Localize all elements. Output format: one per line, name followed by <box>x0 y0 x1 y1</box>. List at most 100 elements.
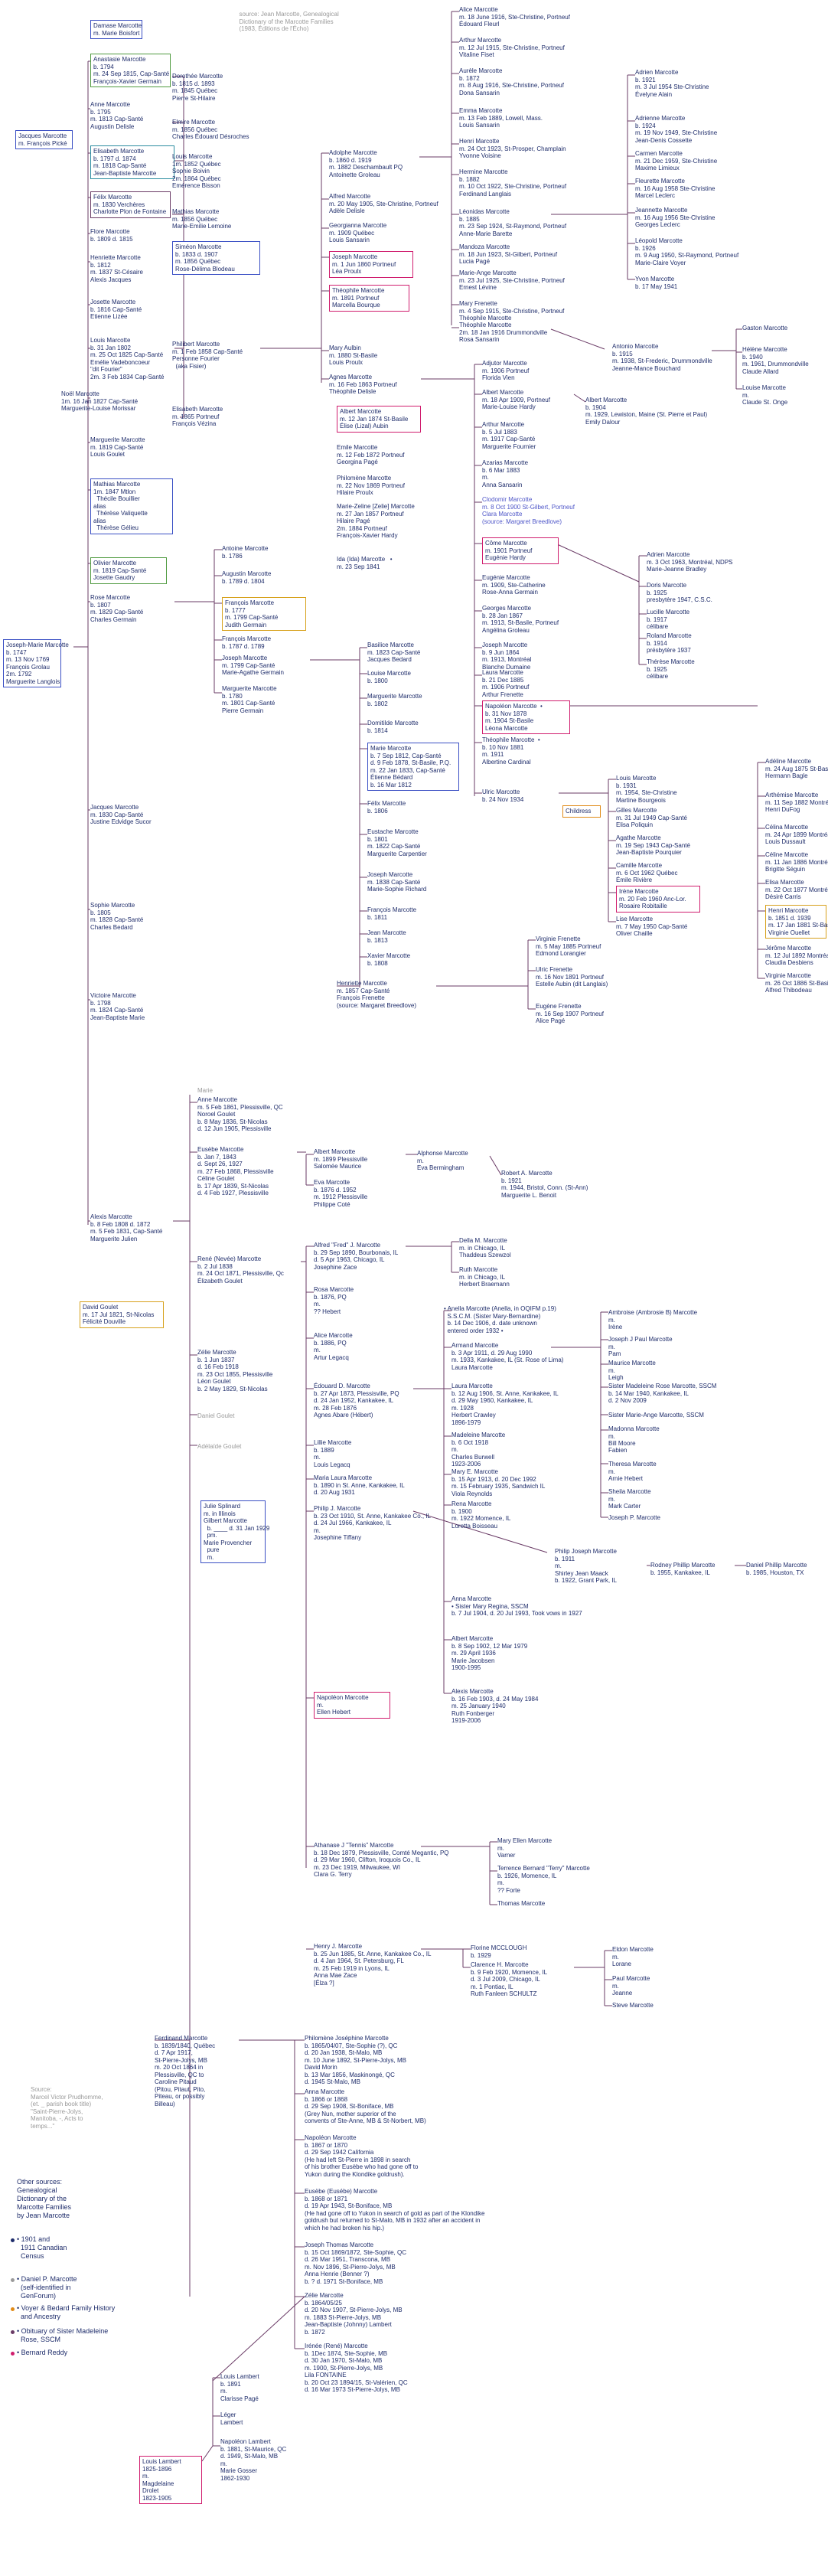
person-node-celine: Céline Marcotte m. 11 Jan 1886 Montréal … <box>765 851 828 873</box>
person-node-marie-ange: Marie-Ange Marcotte m. 23 Jul 1925, Ste-… <box>459 269 565 291</box>
person-node-come: Côme Marcotte m. 1901 Portneuf Eugénie H… <box>482 537 559 564</box>
person-node-ruth: Ruth Marcotte m. in Chicago, IL Herbert … <box>459 1266 510 1288</box>
person-node-antonio: Antonio Marcotte b. 1915 m. 1938, St-Fre… <box>612 343 712 372</box>
person-node-madonna: Madonna Marcotte m. Bill Moore <box>608 1425 660 1447</box>
person-node-alfred: Alfred Marcotte m. 20 May 1905, Ste-Chri… <box>329 193 438 214</box>
person-node-henriette2: Henriette Marcotte m. 1857 Cap-Santé Fra… <box>337 980 417 1009</box>
person-node-obituary: • Obituary of Sister Madeleine Rose, SSC… <box>17 2327 109 2343</box>
person-node-florine: Florine MCCLOUGH b. 1929 <box>471 1944 527 1959</box>
person-node-ulric-f: Ulric Frenette m. 16 Nov 1891 Portneuf E… <box>536 966 608 988</box>
person-node-agnes: Agnes Marcotte m. 16 Feb 1863 Portneuf T… <box>329 374 397 395</box>
person-node-alphonse: Alphonse Marcotte m. Eva Bermingham <box>417 1150 468 1171</box>
person-node-carmen: Carmen Marcotte m. 21 Dec 1959, Ste-Chri… <box>635 150 718 171</box>
person-node-francois2: François Marcotte b. 1787 d. 1789 <box>222 635 272 650</box>
person-node-joseph2: Joseph Marcotte m. 1799 Cap-Santé Marie-… <box>222 655 284 676</box>
person-node-leonidas: Léonidas Marcotte b. 1885 m. 23 Sep 1924… <box>459 208 567 237</box>
person-node-terrence: Terrence Bernard "Terry" Marcotte b. 192… <box>497 1865 590 1894</box>
person-node-voyer: • Voyer & Bedard Family History and Ance… <box>17 2304 116 2320</box>
person-node-madeleine: Madeleine Marcotte b. 6 Oct 1918 m. Char… <box>451 1432 506 1468</box>
person-node-napoleon2: Napoléon Marcotte m. Ellen Hebert <box>314 1692 390 1719</box>
person-node-rodney: Rodney Phillip Marcotte b. 1955, Kankake… <box>650 1562 716 1576</box>
person-node-david: David Goulet m. 17 Jul 1821, St-Nicolas … <box>80 1301 164 1328</box>
person-node-source-mvp: Source: Marcel Victor Prudhomme, (et. _ … <box>31 2086 103 2130</box>
person-node-anne2: Anne Marcotte m. 5 Feb 1861, Plessisvill… <box>197 1096 283 1132</box>
person-node-eusebe2: Eusèbe (Eusébe) Marcotte b. 1868 or 1871… <box>305 2188 485 2232</box>
person-node-mary-ellen: Mary Ellen Marcotte m. Varner <box>497 1837 553 1859</box>
person-node-eugenie: Eugénie Marcotte m. 1909, Ste-Catherine … <box>482 574 546 596</box>
person-node-louise: Louise Marcotte m. Claude St. Onge <box>742 384 788 406</box>
person-node-della: Della M. Marcotte m. in Chicago, IL Thad… <box>459 1237 511 1259</box>
person-node-camille: Camille Marcotte m. 6 Oct 1962 Québec Ém… <box>616 862 678 883</box>
person-node-hermine: Hermine Marcotte b. 1882 m. 10 Oct 1922,… <box>459 168 567 198</box>
person-node-alexis2: Alexis Marcotte b. 16 Feb 1903, d. 24 Ma… <box>451 1688 539 1724</box>
person-node-thomas-m: Thomas Marcotte <box>497 1900 546 1907</box>
person-node-adrienne: Adrienne Marcotte b. 1924 m. 19 Nov 1949… <box>635 115 718 144</box>
person-node-louise2: Louise Marcotte b. 1800 <box>367 670 411 684</box>
person-node-artheimise: Arthémise Marcotte m. 11 Sep 1882 Montré… <box>765 792 828 813</box>
person-node-daniel-p2: • Daniel P. Marcotte (self-identified in… <box>17 2275 77 2300</box>
person-node-sister-mma: Sister Marie-Ange Marcotte, SSCM <box>608 1412 704 1419</box>
person-node-marie-zeline: Marie-Zeline [Zelie] Marcotte m. 27 Jan … <box>337 503 415 539</box>
person-node-yvon: Yvon Marcotte b. 17 May 1941 <box>635 276 678 290</box>
person-node-henry-j: Henry J. Marcotte b. 25 Jun 1885, St. An… <box>314 1943 432 1987</box>
person-node-leopold: Léopold Marcotte b. 1926 m. 9 Aug 1950, … <box>635 237 739 266</box>
person-node-elisabeth2: Elisabeth Marcotte m. 1865 Portneuf Fran… <box>172 406 223 427</box>
person-node-louis-c: Louis Marcotte b. 1931 m. 1954, Ste-Chri… <box>616 775 677 804</box>
person-node-edouard: Édouard D. Marcotte b. 27 Apr 1873, Ples… <box>314 1383 399 1419</box>
person-node-paul-m: Paul Marcotte m. Jeanne <box>612 1975 650 1996</box>
person-node-ida: Ida (Ida) Marcotte • m. 23 Sep 1841 <box>337 556 393 570</box>
person-node-bernard: • Bernard Reddy <box>17 2349 68 2356</box>
person-node-napoleon3: Napoléon Marcotte b. 1867 or 1870 d. 29 … <box>305 2134 419 2178</box>
person-node-marguerite2: Marguerite Marcotte b. 1780 m. 1801 Cap-… <box>222 685 277 714</box>
connector-line <box>212 2296 305 2382</box>
person-node-mathias2: Mathias Marcotte m. 1856 Québec Marie-Em… <box>172 208 232 230</box>
person-node-alice2: Alice Marcotte b. 1886, PQ m. Artur Lega… <box>314 1332 353 1361</box>
person-node-philomene: Philomène Marcotte m. 22 Nov 1869 Portne… <box>337 475 405 496</box>
person-node-mathias1: Mathias Marcotte 1m. 1847 Mtlon Thécile … <box>90 478 173 534</box>
person-node-felix2: Félix Marcotte b. 1806 <box>367 800 406 815</box>
person-node-alfred-j: Alfred "Fred" J. Marcotte b. 29 Sep 1890… <box>314 1242 399 1271</box>
person-node-flore: Flore Marcotte b. 1809 d. 1815 <box>90 228 133 243</box>
person-node-jacques2: Jacques Marcotte m. 1830 Cap-Santé Justi… <box>90 804 152 825</box>
person-node-louis1: Louis Marcotte b. 31 Jan 1802 m. 25 Oct … <box>90 337 165 380</box>
person-node-anastasie: Anastasie Marcotte b. 1794 m. 24 Sep 181… <box>90 54 171 87</box>
person-node-joseph-chute: Joseph Marcotte b. 9 Jun 1864 m. 1913, M… <box>482 642 532 671</box>
person-node-adelaide-g: Adélaïde Goulet <box>197 1443 242 1450</box>
person-node-marguerite3: Marguerite Marcotte b. 1802 <box>367 693 422 707</box>
person-node-henri-m: Henri Marcotte b. 1851 d. 1939 m. 17 Jan… <box>765 905 828 939</box>
person-node-adrien2: Adrien Marcotte m. 3 Oct 1963, Montréal,… <box>647 551 733 573</box>
person-node-rose: Rose Marcotte b. 1807 m. 1829 Cap-Santé … <box>90 594 144 623</box>
person-node-olivier: Olivier Marcotte m. 1819 Cap-Santé Joset… <box>90 557 167 584</box>
person-node-louis-lambert: Louis Lambert 1825-1896 m. Magdelaine Dr… <box>139 2456 202 2504</box>
person-node-francois3: François Marcotte b. 1811 <box>367 906 417 921</box>
person-node-azarias: Azarias Marcotte b. 6 Mar 1883 m. Anna S… <box>482 459 529 488</box>
person-node-daniel-g: Daniel Goulet <box>197 1412 235 1419</box>
person-node-jacques-box: Jacques Marcotte m. François Pické <box>15 130 73 149</box>
person-node-albert-child: Albert Marcotte b. 1904 m. 1929, Lewisto… <box>585 397 708 426</box>
person-node-joseph-p: Joseph Marcotte m. 1 Jun 1860 Portneuf L… <box>329 251 413 278</box>
person-node-robert-a: Robert A. Marcotte b. 1921 m. 1944, Bris… <box>501 1170 588 1199</box>
person-node-gaston: Gaston Marcotte <box>742 325 788 331</box>
person-node-joseph-t: Joseph Thomas Marcotte b. 15 Oct 1869/18… <box>305 2241 406 2285</box>
person-node-armand: Armand Marcotte b. 3 Apr 1911, d. 29 Aug… <box>451 1342 564 1371</box>
person-node-napoleon1: Napoléon Marcotte • b. 31 Nov 1878 m. 19… <box>482 700 570 734</box>
person-node-julie: Julie Splinard m. in Illinois Gilbert Ma… <box>200 1500 269 1563</box>
person-node-alice: Alice Marcotte m. 18 June 1916, Ste-Chri… <box>459 6 570 28</box>
person-node-albert2: Albert Marcotte m. 1899 Plessisville Sal… <box>314 1148 368 1170</box>
person-node-anna2: Anna Marcotte b. 1866 or 1868 d. 29 Sep … <box>305 2088 426 2124</box>
person-node-eugene-f: Eugène Frenette m. 16 Sep 1907 Portneuf … <box>536 1003 604 1024</box>
legend-bullet-icon <box>11 2352 15 2356</box>
person-node-lillie: Lillie Marcotte b. 1889 m. Louis Legacq <box>314 1439 352 1468</box>
person-node-philomene2: Philomène Joséphine Marcotte b. 1865/04/… <box>305 2035 406 2085</box>
person-node-source-top: source: Jean Marcotte, Genealogical Dict… <box>239 11 339 32</box>
legend-bullet-icon <box>11 2238 15 2242</box>
person-node-domitilde: Domitilde Marcotte b. 1814 <box>367 720 419 734</box>
connector-line <box>412 1510 548 1553</box>
person-node-celina: Célina Marcotte m. 24 Apr 1899 Montréal … <box>765 824 828 845</box>
legend-bullet-icon <box>11 2330 15 2334</box>
person-node-laura: Laura Marcotte b. 21 Dec 1885 m. 1906 Po… <box>482 669 530 698</box>
person-node-rena: Rena Marcotte b. 1900 m. 1922 Momence, I… <box>451 1500 511 1530</box>
person-node-philip-joseph: Philip Joseph Marcotte b. 1911 m. Shirle… <box>555 1548 617 1584</box>
connector-line <box>550 328 605 350</box>
person-node-eldon: Eldon Marcotte m. Lorane <box>612 1946 654 1967</box>
